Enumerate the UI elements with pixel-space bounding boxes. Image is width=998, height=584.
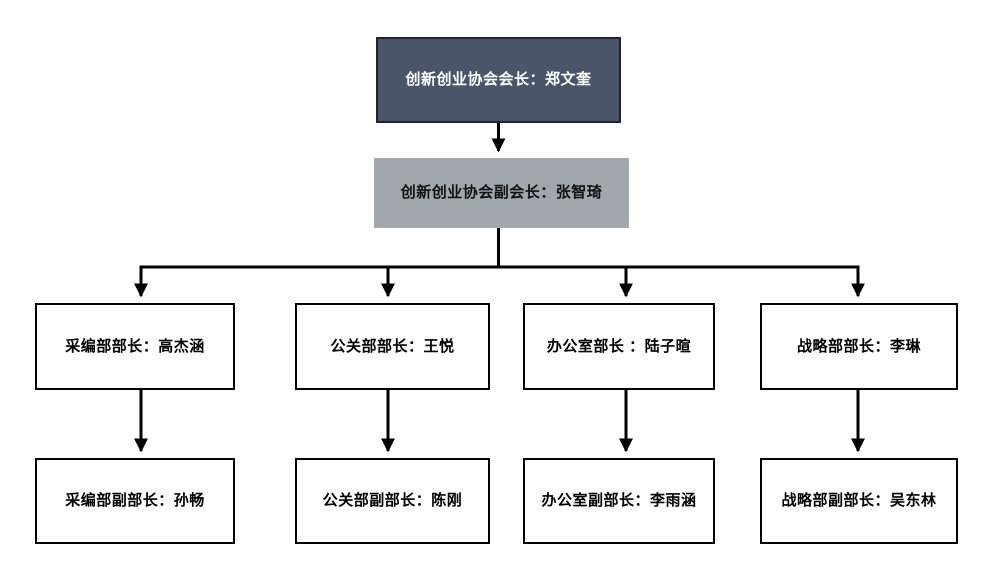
node-deputy-label: 采编部副部长：孙畅 [65, 492, 205, 510]
node-president: 创新创业协会会长：郑文奎 [376, 37, 621, 123]
node-dept-head-label: 采编部部长：高杰涵 [65, 337, 205, 355]
node-vice-president-label: 创新创业协会副会长：张智琦 [400, 184, 603, 202]
node-dept-head-label: 战略部部长：李琳 [796, 337, 921, 355]
node-deputy-strategy: 战略部副部长：吴东林 [760, 458, 958, 544]
node-deputy-editorial: 采编部副部长：孙畅 [35, 458, 235, 544]
node-vice-president: 创新创业协会副会长：张智琦 [374, 158, 629, 228]
node-dept-head-editorial: 采编部部长：高杰涵 [35, 303, 235, 390]
node-dept-head-label: 公关部部长：王悦 [330, 337, 455, 355]
node-deputy-label: 战略部副部长：吴东林 [781, 492, 937, 510]
node-deputy-label: 办公室副部长：李雨涵 [541, 492, 697, 510]
node-deputy-pr: 公关部副部长：陈刚 [295, 458, 490, 544]
node-dept-head-label: 办公室部长 ：陆子暄 [546, 337, 692, 355]
node-dept-head-pr: 公关部部长：王悦 [295, 303, 490, 390]
node-deputy-office: 办公室副部长：李雨涵 [523, 458, 715, 544]
node-dept-head-strategy: 战略部部长：李琳 [760, 303, 958, 390]
node-dept-head-office: 办公室部长 ：陆子暄 [523, 303, 715, 390]
node-president-label: 创新创业协会会长：郑文奎 [405, 71, 592, 89]
node-deputy-label: 公关部副部长：陈刚 [322, 492, 463, 510]
